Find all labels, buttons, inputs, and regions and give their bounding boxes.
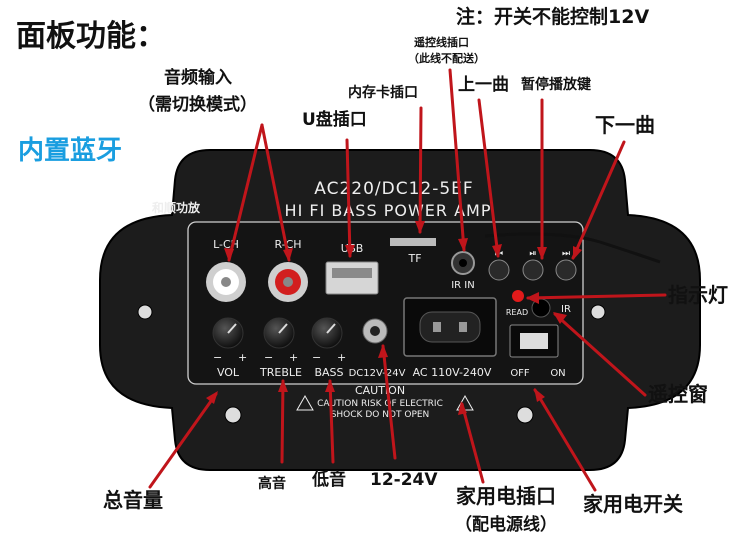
indicator-led (512, 290, 524, 302)
vol-plus: + (238, 351, 247, 364)
bass-label: BASS (314, 366, 343, 379)
treble-desc-label: 高音 (258, 476, 286, 492)
usb-port-label: U盘插口 (302, 110, 367, 130)
card-slot-label: 内存卡插口 (348, 85, 418, 101)
dc-label: DC12V-24V (349, 368, 406, 379)
caution-line1: CAUTION RISK OF ELECTRIC (317, 399, 443, 409)
board-model: AC220/DC12-5EF (314, 179, 473, 199)
prev-label: 上一曲 (458, 75, 509, 95)
callout-arrows (148, 68, 667, 492)
vol-knob[interactable] (212, 317, 244, 349)
pause-label: 暂停播放键 (521, 77, 591, 93)
next-label: 下一曲 (595, 113, 655, 137)
remote-port-label: 遥控线插口 (414, 36, 469, 49)
play-pause-button[interactable] (522, 259, 544, 281)
mount-hole (224, 406, 242, 424)
caution-title: CAUTION (355, 384, 405, 397)
bass-desc-label: 低音 (312, 470, 346, 490)
tf-slot[interactable] (390, 238, 436, 246)
ac-switch-label: 家用电开关 (583, 492, 683, 516)
mount-hole (516, 406, 534, 424)
master-vol-label: 总音量 (103, 488, 163, 512)
page-title: 面板功能： (16, 19, 166, 54)
read-label: READ (506, 308, 528, 317)
mount-hole (590, 304, 606, 320)
tf-label: TF (407, 252, 421, 265)
treble-plus: + (289, 351, 298, 364)
ir-label: IR (561, 304, 571, 315)
vol-minus: − (213, 351, 222, 364)
rca-jack-left[interactable] (206, 262, 246, 302)
ac-socket-note: （配电源线） (455, 515, 557, 535)
treble-label: TREBLE (259, 366, 302, 379)
ac-socket-label: 家用电插口 (456, 484, 556, 508)
next-button[interactable] (555, 259, 577, 281)
remote-port-note: （此线不配送） (408, 52, 485, 65)
note-label: 注：开关不能控制12V (456, 6, 650, 28)
ac-label: AC 110V-240V (413, 366, 492, 379)
caution-line2: SHOCK DO NOT OPEN (331, 410, 430, 420)
svg-text:⏯: ⏯ (529, 249, 536, 259)
board-subtitle: HI FI BASS POWER AMP (285, 201, 492, 220)
arrow-heads (206, 221, 582, 415)
dc-jack[interactable] (362, 318, 388, 344)
svg-text:⏭: ⏭ (562, 249, 570, 259)
mount-hole (137, 304, 153, 320)
treble-knob[interactable] (263, 317, 295, 349)
dc-desc-label: 12-24V (370, 470, 438, 490)
audio-input-label: 音频输入 (164, 68, 232, 88)
indicator-label: 指示灯 (668, 283, 728, 307)
bluetooth-label: 内置蓝牙 (18, 136, 123, 166)
prev-button[interactable] (488, 259, 510, 281)
vol-label: VOL (217, 366, 240, 379)
bass-knob[interactable] (311, 317, 343, 349)
rca-jack-right[interactable] (268, 262, 308, 302)
off-label: OFF (510, 368, 530, 379)
on-label: ON (550, 368, 565, 379)
bass-plus: + (337, 351, 346, 364)
rch-label: R-CH (274, 238, 301, 251)
irin-label: IR IN (451, 280, 475, 291)
antenna-wire (484, 232, 661, 264)
bass-minus: − (312, 351, 321, 364)
mode-switch-label: （需切换模式） (138, 95, 257, 115)
ir-window-label: 遥控窗 (648, 382, 708, 406)
board-brand: 和顺功放 (151, 200, 201, 215)
treble-minus: − (264, 351, 273, 364)
